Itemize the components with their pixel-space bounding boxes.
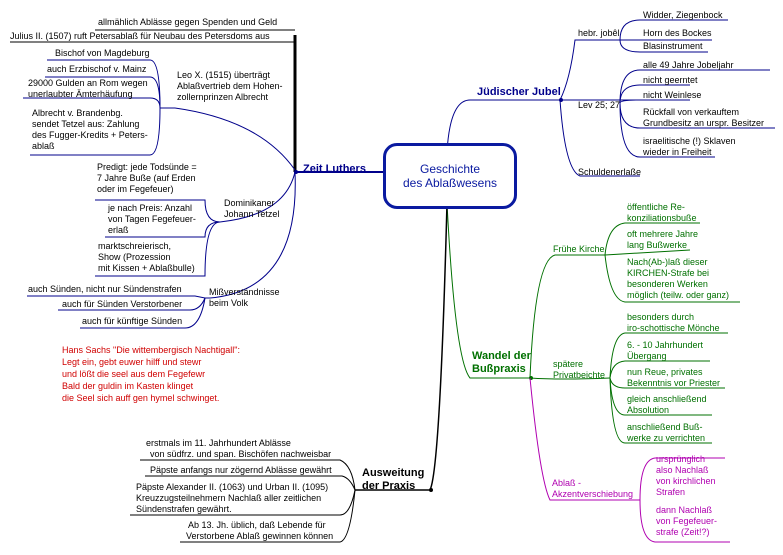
node-mehrere-jahre-2: lang Bußwerke (627, 240, 688, 250)
node-dann-nachlass-3: strafe (Zeit!?) (656, 527, 710, 537)
node-sklaven-2: wieder in Freiheit (643, 147, 712, 157)
node-akzent-2: Akzentverschiebung (552, 489, 634, 499)
node-albrecht-2: sendet Tetzel aus: Zahlung (32, 119, 140, 129)
node-albrecht-1: Albrecht v. Brandenbg. (32, 108, 123, 118)
node-akzent-1: Ablaß - (552, 478, 582, 488)
node-miss-item-3: auch für künftige Sünden (82, 316, 183, 326)
node-preis-3: erlaß (108, 225, 129, 235)
node-leo-label-3: zollernprinzen Albrecht (177, 92, 269, 102)
node-alexander-2: Kreuzzugsteilnehmern Nachlaß aller zeitl… (136, 493, 322, 503)
node-iro-1: besonders durch (627, 312, 695, 322)
quote-line-1: Hans Sachs "Die wittembergisch Nachtigal… (62, 345, 240, 355)
node-29000-gulden-2: unerlaubter Ämterhäufung (28, 89, 133, 99)
node-tetzel-label-2: Johann Tetzel (224, 209, 280, 219)
node-preis-1: je nach Preis: Anzahl (108, 203, 193, 213)
node-erzbischof-mainz: auch Erzbischof v. Mainz (47, 64, 147, 74)
node-albrecht-4: ablaß (32, 141, 55, 151)
branch-juedischer-jubel: Jüdischer Jubel (477, 86, 561, 98)
node-rueckfall-1: Rückfall von verkauftem (643, 107, 740, 117)
node-miss-label-2: beim Volk (209, 298, 249, 308)
node-widder: Widder, Ziegenbock (643, 10, 723, 20)
node-markt-1: marktschreierisch, (98, 241, 172, 251)
node-erstmals-2: von südfrz. und span. Bischöfen nachweis… (150, 449, 332, 459)
branch-wandel-line1: Wandel der (472, 350, 531, 362)
node-nachlass-3: besonderen Werken (627, 279, 708, 289)
node-miss-label-1: Mißverständnisse (209, 287, 280, 297)
node-sklaven-1: israelitische (!) Sklaven (643, 136, 736, 146)
node-fruehe-kirche: Frühe Kirche (553, 244, 605, 254)
node-urspruenglich-2: also Nachlaß (656, 465, 709, 475)
node-horn: Horn des Bockes (643, 28, 712, 38)
node-urspruenglich-1: ursprünglich (656, 454, 706, 464)
node-markt-2: Show (Prozession (98, 252, 171, 262)
node-busswerke-1: anschließend Buß- (627, 422, 703, 432)
node-nachlass-2: KIRCHEN-Strafe bei (627, 268, 710, 278)
node-hebr-label: hebr. jobêl (578, 28, 620, 38)
node-urspruenglich-4: Strafen (656, 487, 686, 497)
node-dann-nachlass-2: von Fegefeuer- (656, 516, 718, 526)
central-topic-line2: des Ablaßwesens (402, 176, 498, 190)
node-predigt-1: Predigt: jede Todsünde = (97, 162, 197, 172)
quote-line-5: die Seel sich auff gen hymel schwinget. (62, 393, 220, 403)
node-iro-2: iro-schottische Mönche (627, 323, 720, 333)
node-29000-gulden-1: 29000 Gulden an Rom wegen (28, 78, 148, 88)
node-schuldenerlasse: Schuldenerlaße (578, 167, 642, 177)
node-absolution-2: Absolution (627, 405, 670, 415)
node-predigt-2: 7 Jahre Buße (auf Erden (97, 173, 196, 183)
node-lev-label: Lev 25; 27 (578, 100, 621, 110)
branch-wandel-line2: Bußpraxis (472, 363, 526, 375)
node-ab13-2: Verstorbene Ablaß gewinnen können (186, 531, 334, 541)
node-busswerke-2: werke zu verrichten (627, 433, 706, 443)
node-zoegernd: Päpste anfangs nur zögernd Ablässe gewäh… (150, 465, 332, 475)
node-rekonz-1: öffentliche Re- (627, 202, 685, 212)
node-preis-2: von Tagen Fegefeuer- (108, 214, 196, 224)
node-reue-2: Bekenntnis vor Priester (627, 378, 721, 388)
node-alexander-1: Päpste Alexander II. (1063) und Urban II… (136, 482, 329, 492)
central-topic-line1: Geschichte (419, 162, 481, 176)
node-uebergang-1: 6. - 10 Jahrhundert (627, 340, 704, 350)
node-absolution-1: gleich anschließend (627, 394, 707, 404)
node-uebergang-2: Übergang (627, 351, 667, 361)
node-albrecht-3: des Fugger-Kredits + Peters- (32, 130, 148, 140)
node-tetzel-label-1: Dominikaner (224, 198, 275, 208)
node-julius: Julius II. (1507) ruft Petersablaß für N… (10, 31, 270, 41)
node-mehrere-jahre-1: oft mehrere Jahre (627, 229, 699, 239)
node-spaetere-1: spätere (553, 359, 584, 369)
node-markt-3: mit Kissen + Ablaßbulle) (98, 263, 195, 273)
node-leo-label-2: Ablaßvertrieb dem Hohen- (177, 81, 283, 91)
node-ab13-1: Ab 13. Jh. üblich, daß Lebende für (188, 520, 326, 530)
quote-line-4: Bald der guldin im Kasten klinget (62, 381, 194, 391)
node-jobeljahr: alle 49 Jahre Jobeljahr (643, 60, 734, 70)
node-nicht-geerntet: nicht geerntet (643, 75, 698, 85)
node-nachlass-4: möglich (teilw. oder ganz) (627, 290, 730, 300)
node-spaetere-2: Privatbeichte (553, 370, 606, 380)
node-reue-1: nun Reue, privates (627, 367, 703, 377)
node-rekonz-2: konziliationsbuße (627, 213, 697, 223)
node-erstmals-1: erstmals im 11. Jahrhundert Ablässe (146, 438, 291, 448)
node-leo-label-1: Leo X. (1515) überträgt (177, 70, 271, 80)
branch-zeit-luthers: Zeit Luthers (303, 163, 366, 175)
branch-ausweitung-line1: Ausweitung (362, 467, 425, 479)
node-bischof-magdeburg: Bischof von Magdeburg (55, 48, 150, 58)
node-alexander-3: Sündenstrafen gewährt. (136, 504, 232, 514)
quote-line-3: und lößt die seel aus dem Fegefewr (62, 369, 206, 379)
node-nicht-weinlese: nicht Weinlese (643, 90, 702, 100)
central-topic: Geschichte des Ablaßwesens (383, 143, 517, 209)
node-miss-item-1: auch Sünden, nicht nur Sündenstrafen (28, 284, 182, 294)
node-miss-item-2: auch für Sünden Verstorbener (62, 299, 183, 309)
node-urspruenglich-3: von kirchlichen (656, 476, 716, 486)
node-nachlass-1: Nach(Ab-)laß dieser (627, 257, 708, 267)
node-predigt-3: oder im Fegefeuer) (97, 184, 174, 194)
node-blasinstrument: Blasinstrument (643, 41, 703, 51)
node-rueckfall-2: Grundbesitz an urspr. Besitzer (643, 118, 765, 128)
node-ablaesse-geld: allmählich Ablässe gegen Spenden und Gel… (98, 17, 278, 27)
quote-line-2: Legt ein, gebt euwer hilff und stewr (62, 357, 202, 367)
branch-ausweitung-line2: der Praxis (362, 480, 416, 492)
node-dann-nachlass-1: dann Nachlaß (656, 505, 713, 515)
